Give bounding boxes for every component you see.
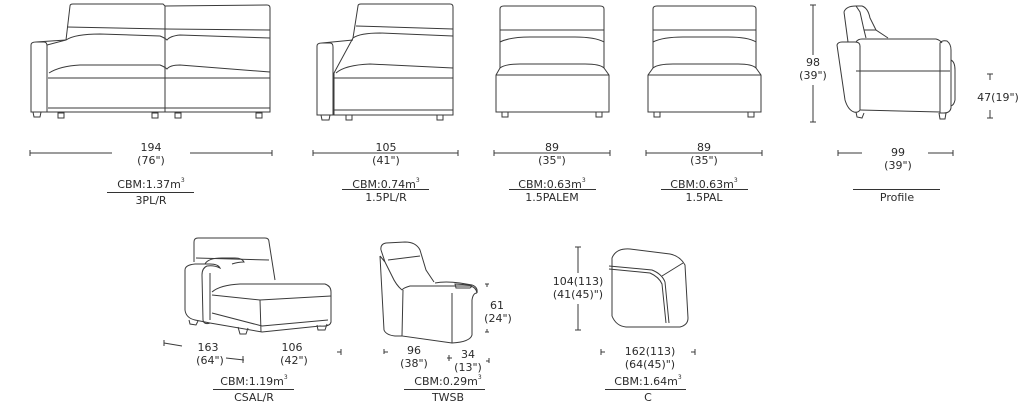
module-code: C [644,391,652,404]
width-cm: 89 [545,141,559,154]
module-code: TWSB [431,391,465,404]
depth-in: (39") [884,159,912,172]
height-cm: 61 [490,299,504,312]
width-in: (42") [280,354,308,367]
cbm-value: CBM:0.29m3 [414,374,482,388]
height-in: (24") [484,312,512,325]
width-in: (64(45)") [624,358,676,371]
sofa-twsb-drawing [379,241,490,363]
label-divider [853,189,940,190]
height-cm: 104(113) [552,275,604,288]
label-divider [404,389,485,390]
length-in: (64") [196,354,224,367]
module-code: CSAL/R [234,391,274,404]
sofa-1-5pal-drawing [647,5,762,118]
width-cm: 106 [281,341,303,354]
width-in: (13") [454,361,482,374]
width-in: (35") [538,154,566,167]
width-in: (41") [372,154,400,167]
cbm-value: CBM:1.37m3 [117,177,185,191]
label-divider [213,389,294,390]
width-cm: 34 [461,348,475,361]
label-divider [107,192,194,193]
depth-cm: 99 [891,146,905,159]
module-code: 1.5PL/R [365,191,407,204]
depth-in: (38") [400,357,428,370]
sofa-3pl-r-drawing [30,3,271,119]
cbm-value: CBM:1.19m3 [220,374,288,388]
sofa-1-5palem-drawing [495,5,610,118]
width-cm: 105 [375,141,397,154]
sofa-corner-c-drawing [575,246,696,355]
width-cm: 194 [140,141,162,154]
module-code: 3PL/R [135,194,167,207]
module-code: Profile [879,191,915,204]
cbm-value: CBM:0.74m3 [352,177,420,191]
height-in: (39") [799,69,827,82]
cbm-value: CBM:0.63m3 [518,177,586,191]
cbm-value: CBM:1.64m3 [614,374,682,388]
width-in: (76") [137,154,165,167]
height-in: (41(45)") [552,288,604,301]
sofa-profile-drawing [810,4,993,123]
sofa-1-5pl-r-drawing [316,3,454,121]
label-divider [605,389,686,390]
label-divider [509,189,596,190]
width-in: (35") [690,154,718,167]
module-code: 1.5PAL [685,191,723,204]
label-divider [661,189,748,190]
width-cm: 162(113) [624,345,676,358]
dimension-lines [29,150,954,156]
seat-height: 47(19") [977,91,1019,104]
cbm-value: CBM:0.63m3 [670,177,738,191]
label-divider [342,189,429,190]
sofa-csal-r-drawing [163,237,342,363]
module-code: 1.5PALEM [525,191,579,204]
width-cm: 89 [697,141,711,154]
height-cm: 98 [806,56,820,69]
length-cm: 163 [197,341,219,354]
depth-cm: 96 [407,344,421,357]
